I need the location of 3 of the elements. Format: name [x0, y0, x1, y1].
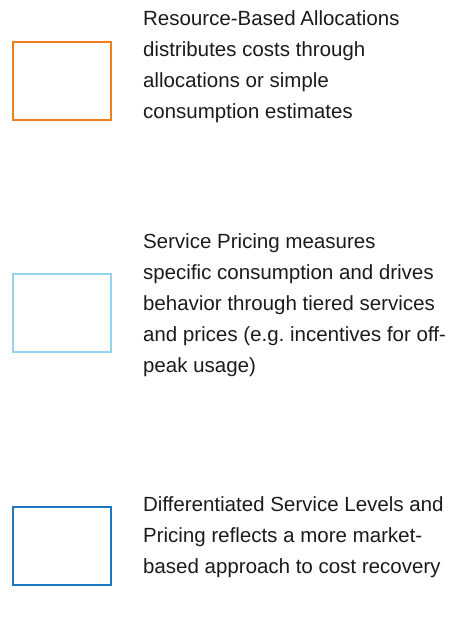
- legend-text: Resource-Based Allocations distributes costs through allocations or simple consumption estimates: [143, 6, 400, 125]
- legend-text: Differentiated Service Levels and Pricing reflects a more market-based approach to cost recovery: [143, 492, 444, 580]
- legend-text: Service Pricing measures specific consumption and drives behavior through tiered services and prices (e.g. incentives for off-peak usage): [143, 229, 447, 379]
